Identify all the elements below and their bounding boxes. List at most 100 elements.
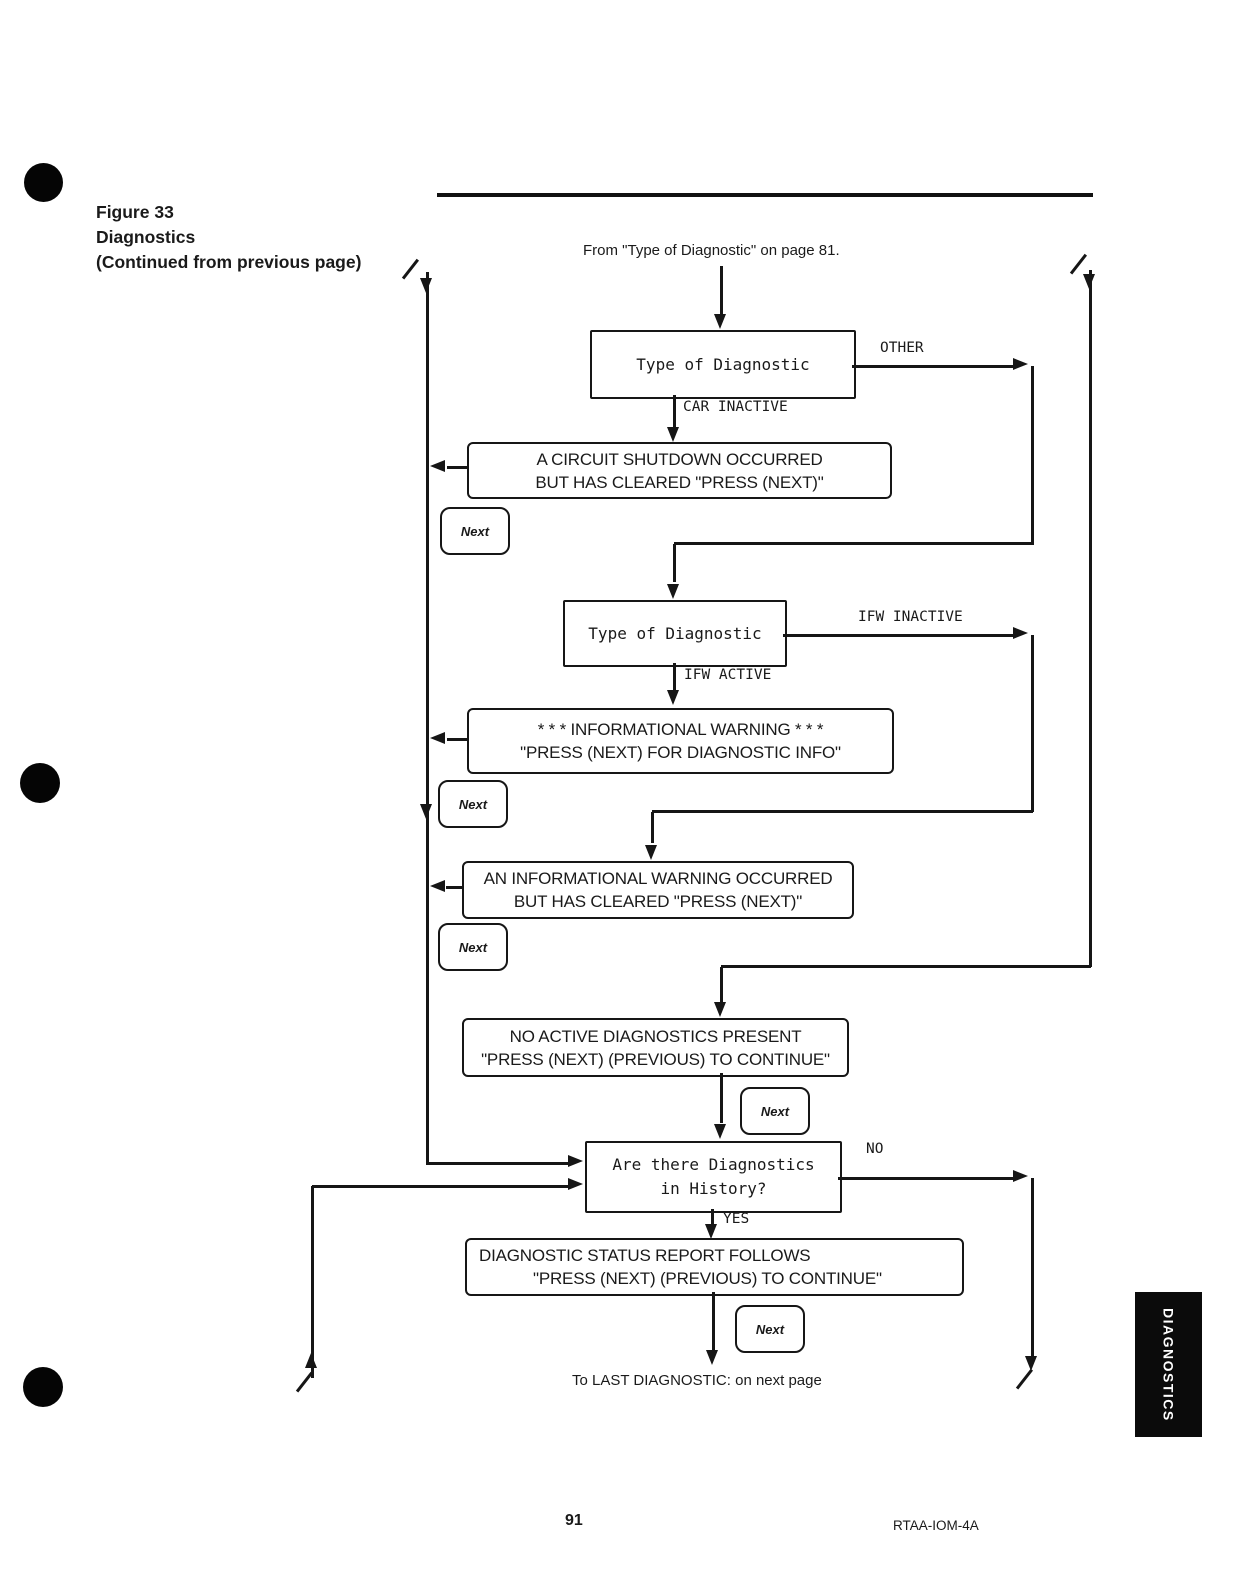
top-rule bbox=[437, 193, 1093, 197]
node-line: AN INFORMATIONAL WARNING OCCURRED bbox=[483, 869, 833, 888]
figure-continued-note: (Continued from previous page) bbox=[96, 252, 362, 272]
node-label: Type of Diagnostic bbox=[636, 354, 810, 374]
node-line: in History? bbox=[660, 1179, 767, 1198]
from-note: From "Type of Diagnostic" on page 81. bbox=[583, 242, 840, 259]
left-return-line bbox=[426, 272, 429, 1165]
branch-label-other: OTHER bbox=[880, 340, 924, 356]
document-id: RTAA-IOM-4A bbox=[893, 1518, 979, 1533]
next-key-label: Next bbox=[760, 1103, 790, 1119]
arrowhead-down bbox=[667, 427, 679, 442]
arrowhead-down bbox=[420, 804, 432, 819]
binder-hole bbox=[20, 763, 60, 803]
node-line: * * * INFORMATIONAL WARNING * * * bbox=[537, 720, 824, 739]
node-line: A CIRCUIT SHUTDOWN OCCURRED bbox=[536, 449, 823, 469]
flow-box-diagnostics-in-history: Are there Diagnostics in History? bbox=[585, 1141, 842, 1213]
arrowhead-left bbox=[430, 880, 445, 892]
lower-left-continuation-line bbox=[311, 1186, 314, 1378]
right-continuation-line bbox=[1089, 270, 1092, 967]
arrowhead-left bbox=[430, 460, 445, 472]
continuation-slash bbox=[1069, 253, 1087, 275]
flow-box-no-active-diagnostics: NO ACTIVE DIAGNOSTICS PRESENT "PRESS (NE… bbox=[462, 1018, 849, 1077]
arrowhead-down bbox=[705, 1224, 717, 1239]
node-line: "PRESS (NEXT) (PREVIOUS) TO CONTINUE" bbox=[533, 1269, 882, 1288]
arrowhead-down bbox=[1025, 1356, 1037, 1371]
branch-label-no: NO bbox=[866, 1141, 884, 1157]
node-line: "PRESS (NEXT) (PREVIOUS) TO CONTINUE" bbox=[481, 1049, 830, 1069]
next-key: Next bbox=[438, 780, 508, 828]
exit-left-connector bbox=[446, 886, 462, 889]
connector-ifw-inactive-return bbox=[652, 810, 1033, 813]
node-line: BUT HAS CLEARED "PRESS (NEXT)" bbox=[513, 892, 803, 911]
node-line: DIAGNOSTIC STATUS REPORT FOLLOWS bbox=[479, 1246, 811, 1265]
arrowhead-right bbox=[1013, 358, 1028, 370]
branch-label-car-inactive: CAR INACTIVE bbox=[683, 399, 788, 415]
arrowhead-down bbox=[714, 1002, 726, 1017]
next-key-label: Next bbox=[755, 1321, 785, 1337]
connector-ifw-inactive bbox=[783, 634, 1015, 637]
node-line: Are there Diagnostics bbox=[612, 1155, 815, 1174]
to-note: To LAST DIAGNOSTIC: on next page bbox=[572, 1372, 822, 1389]
next-key-label: Next bbox=[458, 796, 488, 812]
node-line: NO ACTIVE DIAGNOSTICS PRESENT bbox=[509, 1026, 802, 1046]
continuation-slash bbox=[401, 258, 419, 280]
connector-ifw-active bbox=[673, 663, 676, 691]
arrowhead-down bbox=[714, 314, 726, 329]
connector-other-return bbox=[674, 542, 1034, 545]
connector-ifw-inactive-down bbox=[1031, 635, 1034, 812]
figure-title: Figure 33 Diagnostics (Continued from pr… bbox=[96, 200, 361, 275]
arrowhead-down bbox=[714, 1124, 726, 1139]
left-return-into-history bbox=[427, 1162, 572, 1165]
binder-hole bbox=[23, 1367, 63, 1407]
connector-into-no-active bbox=[721, 965, 1091, 968]
arrowhead-right bbox=[568, 1178, 583, 1190]
connector-no-down bbox=[1031, 1178, 1034, 1358]
continuation-slash bbox=[1015, 1368, 1033, 1390]
arrowhead-down bbox=[667, 584, 679, 599]
flow-box-type-of-diagnostic-1: Type of Diagnostic bbox=[590, 330, 856, 399]
arrowhead-up bbox=[305, 1353, 317, 1368]
lower-left-into-history bbox=[312, 1185, 569, 1188]
flow-box-informational-warning: * * * INFORMATIONAL WARNING * * * "PRESS… bbox=[467, 708, 894, 774]
branch-label-yes: YES bbox=[723, 1211, 750, 1227]
flow-box-diagnostic-status-report: DIAGNOSTIC STATUS REPORT FOLLOWS "PRESS … bbox=[465, 1238, 964, 1296]
continuation-slash bbox=[295, 1371, 313, 1393]
entry-connector bbox=[720, 266, 723, 318]
next-key: Next bbox=[735, 1305, 805, 1353]
next-key: Next bbox=[740, 1087, 810, 1135]
connector-to-last-diagnostic bbox=[712, 1292, 715, 1350]
flow-box-type-of-diagnostic-2: Type of Diagnostic bbox=[563, 600, 787, 667]
page-number: 91 bbox=[565, 1512, 583, 1529]
figure-number: Figure 33 bbox=[96, 202, 174, 222]
next-key-label: Next bbox=[458, 939, 488, 955]
arrowhead-right bbox=[568, 1155, 583, 1167]
branch-label-ifw-inactive: IFW INACTIVE bbox=[858, 609, 963, 625]
connector-other bbox=[852, 365, 1015, 368]
connector-no bbox=[838, 1177, 1013, 1180]
node-label: Type of Diagnostic bbox=[588, 623, 762, 643]
section-tab: DIAGNOSTICS bbox=[1135, 1292, 1202, 1437]
node-line: "PRESS (NEXT) FOR DIAGNOSTIC INFO" bbox=[520, 743, 841, 762]
connector-car-inactive bbox=[673, 395, 676, 429]
section-tab-label: DIAGNOSTICS bbox=[1160, 1307, 1177, 1422]
arrowhead-right bbox=[1013, 1170, 1028, 1182]
arrowhead-down bbox=[667, 690, 679, 705]
connector-yes bbox=[711, 1209, 714, 1226]
flow-box-informational-warning-cleared: AN INFORMATIONAL WARNING OCCURRED BUT HA… bbox=[462, 861, 854, 919]
arrowhead-down bbox=[706, 1350, 718, 1365]
branch-label-ifw-active: IFW ACTIVE bbox=[684, 667, 772, 683]
connector-other-drop bbox=[673, 544, 676, 582]
figure-name: Diagnostics bbox=[96, 227, 196, 247]
next-key: Next bbox=[440, 507, 510, 555]
next-key: Next bbox=[438, 923, 508, 971]
exit-left-connector bbox=[447, 738, 467, 741]
connector-to-history-box bbox=[720, 1073, 723, 1123]
connector-ifw-inactive-drop bbox=[651, 812, 654, 843]
binder-hole bbox=[24, 163, 63, 202]
next-key-label: Next bbox=[460, 523, 490, 539]
flow-box-circuit-shutdown-cleared: A CIRCUIT SHUTDOWN OCCURRED BUT HAS CLEA… bbox=[467, 442, 892, 499]
node-line: BUT HAS CLEARED "PRESS (NEXT)" bbox=[535, 472, 824, 492]
connector-into-no-active-drop bbox=[720, 967, 723, 1002]
arrowhead-left bbox=[430, 732, 445, 744]
exit-left-connector bbox=[447, 466, 467, 469]
